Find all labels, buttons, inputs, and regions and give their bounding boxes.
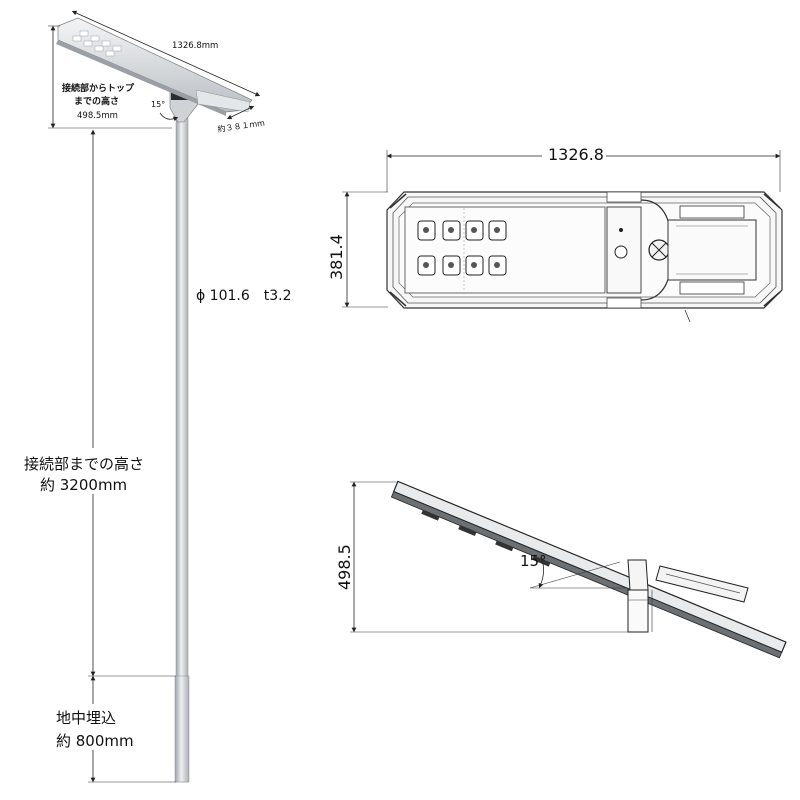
connection-to-top-label-1: 接続部からトップ <box>62 82 135 94</box>
pole-illustration: 1326.8mm 接続部からトップ までの高さ 498.5mm 15° 約３８１… <box>20 10 292 783</box>
buried-label: 地中埋込 <box>56 709 116 727</box>
side-view-angle: 15° <box>520 552 547 570</box>
top-view-drawing: 1326.8 381.4 <box>327 144 783 323</box>
pole-spec-label: ϕ 101.6 t3.2 <box>196 288 292 304</box>
side-view-height: 498.5 <box>335 544 354 590</box>
connection-to-top-value: 498.5mm <box>77 111 118 121</box>
height-label: 接続部までの高さ <box>24 455 144 473</box>
buried-value: 約 800mm <box>56 732 134 750</box>
top-view-width: 1326.8 <box>548 145 604 164</box>
side-view-drawing: 498.5 15° <box>335 480 787 659</box>
pole-base <box>174 675 190 783</box>
connection-to-top-label-2: までの高さ <box>74 95 119 107</box>
top-width-label: 1326.8mm <box>172 41 218 51</box>
depth-label: 約３８１mm <box>217 117 266 134</box>
height-value: 約 3200mm <box>40 476 127 494</box>
top-view-height: 381.4 <box>327 234 346 280</box>
tilt-angle-label: 15° <box>151 100 165 109</box>
